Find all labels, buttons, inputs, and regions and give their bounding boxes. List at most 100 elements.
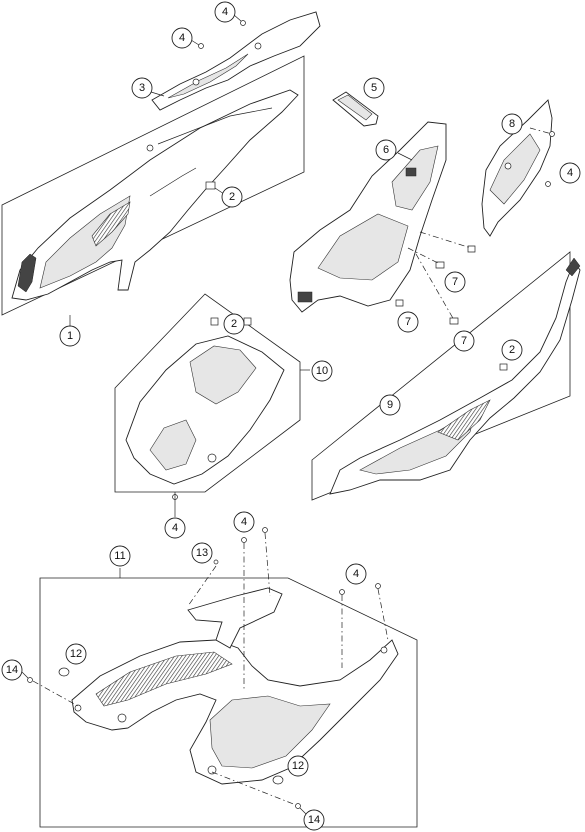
- svg-text:4: 4: [567, 167, 573, 179]
- svg-text:14: 14: [6, 664, 18, 676]
- side-panel-right-inner: [359, 409, 477, 475]
- callout-4-bracket: 4: [171, 27, 193, 49]
- leader-4b: [190, 39, 200, 46]
- nut-7b: [467, 245, 476, 253]
- cover-8-group: [481, 99, 555, 237]
- mudguard-6-tray: [317, 213, 409, 281]
- svg-text:12: 12: [70, 648, 82, 660]
- svg-text:14: 14: [308, 814, 320, 826]
- callout-12-left: 12: [65, 643, 87, 665]
- bracket-3-hole-2: [254, 42, 262, 50]
- tank-cover-10-inner: [189, 345, 257, 405]
- axis-7a: [407, 247, 441, 265]
- clip-2b-right: [243, 317, 252, 326]
- svg-text:8: 8: [509, 118, 515, 130]
- grommet-12b: [272, 775, 284, 785]
- side-panel-left-edge-line: [157, 107, 273, 145]
- svg-text:1: 1: [67, 330, 73, 342]
- svg-text:6: 6: [383, 144, 389, 156]
- screw-4g-right: [375, 583, 381, 589]
- axis-4f-right: [264, 532, 271, 597]
- part-11-frame: [39, 577, 418, 828]
- leader-4a: [233, 14, 242, 22]
- side-panel-right: [329, 261, 581, 495]
- callout-14-left: 14: [1, 659, 23, 681]
- screw-4f-right: [262, 527, 268, 533]
- cover-5-group: [332, 91, 379, 127]
- mudguard-6-upper: [391, 145, 439, 211]
- svg-text:7: 7: [405, 316, 411, 328]
- side-panel-left-crease: [149, 167, 197, 197]
- axis-7d: [415, 253, 455, 321]
- callout-11: 11: [109, 545, 131, 567]
- cover-8-hole: [504, 162, 512, 170]
- bolt-14a: [27, 677, 33, 683]
- leader-6: [397, 152, 413, 161]
- clip-2c: [499, 363, 508, 371]
- side-panel-left-bracket: [17, 253, 37, 293]
- callout-2-side-panel-left: 2: [221, 186, 243, 208]
- cover-8-inner: [489, 133, 541, 205]
- screw-4f-left: [241, 537, 247, 543]
- side-panel-left-group: [1, 55, 305, 326]
- svg-text:3: 3: [139, 82, 145, 94]
- svg-text:4: 4: [172, 522, 178, 534]
- rear-frame-11-bracket: [187, 587, 283, 649]
- nut-7c: [395, 299, 404, 307]
- callout-4-top: 4: [214, 1, 236, 23]
- mudguard-6-group: [289, 121, 476, 325]
- rear-frame-11-boss-tail: [380, 646, 388, 654]
- part-10-frame: [114, 293, 301, 493]
- callout-4-rear-frame-right: 4: [345, 563, 367, 585]
- bracket-3-hole: [192, 78, 200, 86]
- svg-text:13: 13: [196, 547, 208, 559]
- side-panel-right-grille: [437, 399, 491, 441]
- svg-text:11: 11: [114, 550, 125, 562]
- axis-4g-right: [377, 588, 389, 641]
- callout-8: 8: [501, 113, 523, 135]
- svg-text:4: 4: [222, 6, 228, 18]
- svg-text:2: 2: [231, 318, 237, 330]
- side-panel-left-grille: [91, 201, 131, 247]
- svg-text:2: 2: [229, 191, 235, 203]
- svg-text:7: 7: [461, 335, 467, 347]
- clip-2a: [205, 181, 216, 190]
- tank-cover-10-group: [114, 293, 310, 517]
- callout-7-left: 7: [397, 311, 419, 333]
- svg-text:7: 7: [452, 276, 458, 288]
- callout-7-lower: 7: [453, 330, 475, 352]
- callout-3: 3: [131, 77, 153, 99]
- grommet-12a: [58, 667, 70, 677]
- svg-text:12: 12: [292, 760, 304, 772]
- clip-2b-left: [210, 317, 219, 326]
- callout-1: 1: [59, 325, 81, 347]
- callout-6: 6: [375, 139, 397, 161]
- leader-3: [150, 91, 165, 97]
- bracket-3-ridge: [167, 53, 249, 99]
- svg-text:5: 5: [371, 82, 377, 94]
- rear-frame-11-grip: [95, 651, 233, 707]
- side-panel-right-group: [311, 251, 581, 501]
- leader-14a: [21, 671, 29, 679]
- callout-14-right: 14: [303, 809, 325, 831]
- rear-frame-11-tail: [209, 695, 331, 769]
- svg-text:2: 2: [509, 344, 515, 356]
- tank-cover-10-lower: [149, 419, 197, 471]
- callout-2-tank-cover: 2: [223, 313, 245, 335]
- nut-7d: [449, 317, 459, 325]
- bolt-14b: [295, 803, 301, 809]
- cover-5-inner: [337, 94, 373, 121]
- bracket-3-group: [150, 11, 321, 111]
- rear-frame-11-boss-left-2: [74, 704, 82, 712]
- rear-frame-11-group: [21, 527, 418, 828]
- side-panel-right-tip: [565, 257, 581, 277]
- tank-cover-10-boss: [207, 453, 217, 463]
- mudguard-6-mount: [297, 291, 313, 303]
- axis-4c: [529, 127, 553, 135]
- nut-7a: [435, 261, 445, 269]
- part-9-frame: [311, 251, 571, 501]
- axis-14a: [32, 680, 79, 707]
- axis-7b: [419, 231, 472, 249]
